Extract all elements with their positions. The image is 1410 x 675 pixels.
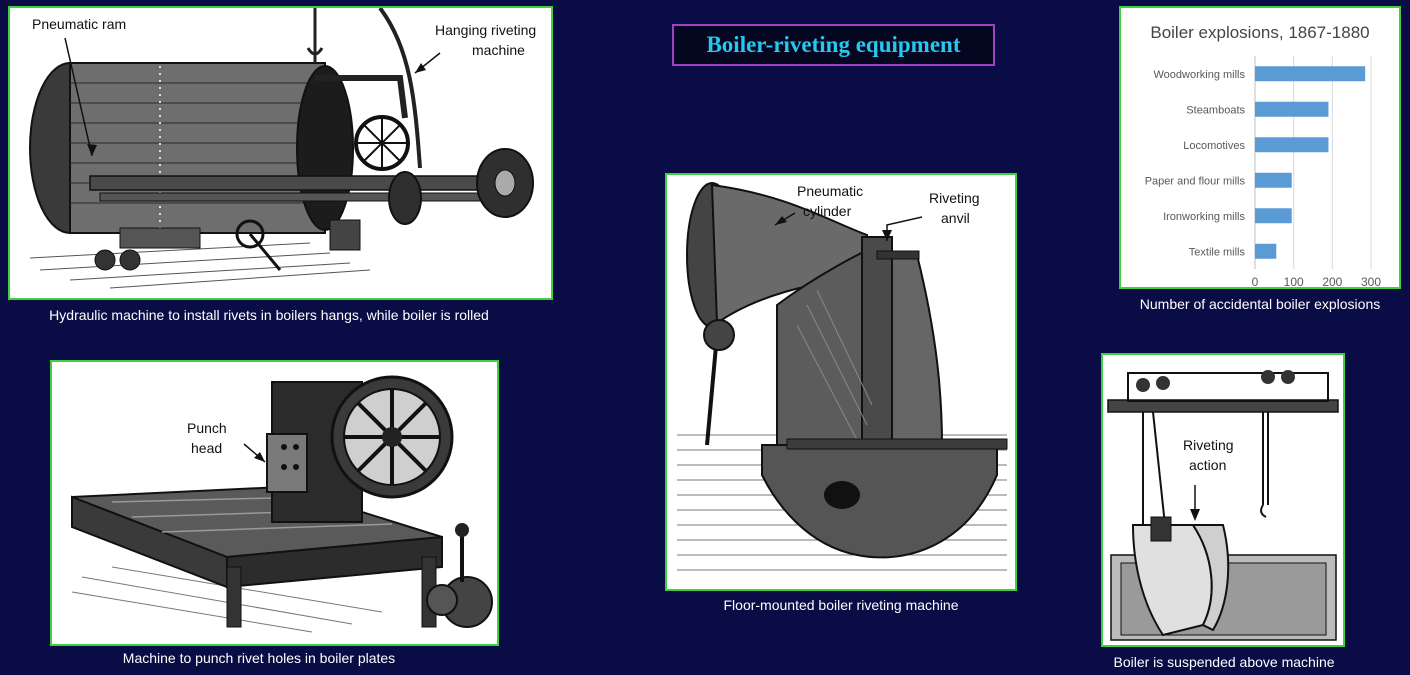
chart-bar bbox=[1255, 137, 1329, 153]
chart-category-label: Steamboats bbox=[1186, 104, 1245, 116]
punch-machine-panel: Punch head bbox=[50, 360, 499, 646]
page-title-box: Boiler-riveting equipment bbox=[672, 24, 995, 66]
riveting-action-label-line2: action bbox=[1189, 457, 1227, 473]
chart-category-label: Ironworking mills bbox=[1163, 211, 1245, 223]
hanging-machine-label-line1: Hanging riveting bbox=[435, 22, 537, 38]
floor-machine-panel: Pneumatic cylinder Riveting anvil bbox=[665, 173, 1017, 591]
suspended-boiler-panel: Riveting action bbox=[1101, 353, 1345, 647]
punch-head-label-line1: Punch bbox=[187, 420, 227, 436]
chart-bar bbox=[1255, 172, 1292, 188]
chart-bar bbox=[1255, 208, 1292, 224]
hanging-machine-label-line2: machine bbox=[472, 42, 525, 58]
pneumatic-ram-label: Pneumatic ram bbox=[32, 16, 127, 32]
chart-x-tick-label: 200 bbox=[1322, 275, 1342, 287]
hydraulic-machine-caption: Hydraulic machine to install rivets in b… bbox=[49, 307, 489, 323]
chart-category-label: Locomotives bbox=[1183, 140, 1245, 152]
riveting-action-label-line1: Riveting bbox=[1183, 437, 1234, 453]
floor-machine-caption: Floor-mounted boiler riveting machine bbox=[723, 597, 959, 613]
boiler-explosions-chart: Boiler explosions, 1867-1880 0 100 200 300 W… bbox=[1145, 23, 1382, 287]
chart-x-tick-label: 100 bbox=[1284, 275, 1304, 287]
hydraulic-machine-illustration bbox=[29, 8, 534, 289]
chart-caption: Number of accidental boiler explosions bbox=[1139, 296, 1381, 312]
chart-x-tick-label: 300 bbox=[1361, 275, 1381, 287]
chart-category-label: Paper and flour mills bbox=[1145, 175, 1246, 187]
pneumatic-cylinder-label-line2: cylinder bbox=[803, 203, 852, 219]
punch-machine-illustration bbox=[71, 375, 493, 633]
chart-bar bbox=[1255, 66, 1366, 82]
chart-category-label: Woodworking mills bbox=[1154, 69, 1246, 81]
chart-bar bbox=[1255, 101, 1329, 117]
chart-category-label: Textile mills bbox=[1189, 246, 1246, 258]
pneumatic-cylinder-label-line1: Pneumatic bbox=[797, 183, 864, 199]
chart-panel: Boiler explosions, 1867-1880 0 100 200 300 W… bbox=[1119, 6, 1401, 289]
riveting-anvil-label-line1: Riveting bbox=[929, 190, 980, 206]
riveting-anvil-label-line2: anvil bbox=[941, 210, 970, 226]
chart-x-tick-label: 0 bbox=[1252, 275, 1259, 287]
page-title: Boiler-riveting equipment bbox=[706, 32, 961, 57]
chart-title: Boiler explosions, 1867-1880 bbox=[1150, 23, 1369, 42]
punch-machine-caption: Machine to punch rivet holes in boiler p… bbox=[122, 650, 396, 666]
chart-bar bbox=[1255, 243, 1277, 259]
punch-head-label-line2: head bbox=[191, 440, 223, 456]
floor-machine-illustration bbox=[677, 182, 1008, 571]
suspended-boiler-caption: Boiler is suspended above machine bbox=[1113, 654, 1335, 670]
suspended-boiler-illustration bbox=[1107, 370, 1339, 641]
hydraulic-machine-panel: Pneumatic ram Hanging riveting machine bbox=[8, 6, 553, 300]
